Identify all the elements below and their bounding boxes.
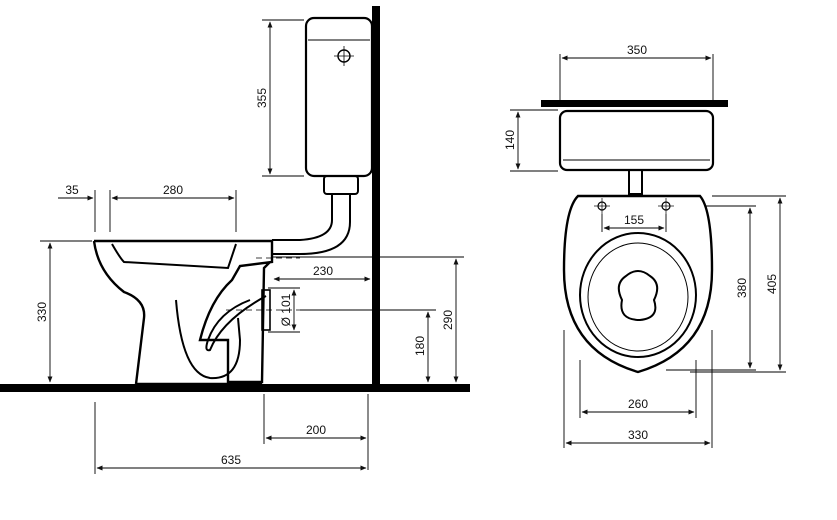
top-dimensions (510, 54, 786, 448)
side-dimensions (40, 19, 464, 474)
dim-155: 155 (624, 213, 644, 227)
flush-pipe (272, 194, 333, 241)
dim-330-height: 330 (35, 302, 49, 322)
cistern-outlet (323, 175, 359, 195)
dim-outlet-diameter: Ø 101 (279, 293, 293, 326)
bowl-outline (92, 239, 274, 385)
dim-280: 280 (163, 183, 183, 197)
bolt-hole-right-icon (658, 198, 674, 214)
drain-opening (617, 270, 659, 322)
wall-plate (541, 100, 728, 107)
trapway (175, 295, 267, 380)
seat-outline (579, 232, 697, 358)
floor-line (0, 384, 470, 392)
wall-line (372, 6, 380, 392)
cistern (304, 16, 374, 178)
dim-200: 200 (306, 423, 326, 437)
top-view (541, 100, 728, 374)
dim-230: 230 (313, 264, 333, 278)
bowl-basin (111, 243, 237, 270)
dim-330-width: 330 (628, 428, 648, 442)
dim-405: 405 (765, 274, 779, 294)
bolt-hole-left-icon (594, 198, 610, 214)
dim-380: 380 (735, 278, 749, 298)
side-view (0, 6, 470, 392)
dim-260: 260 (628, 397, 648, 411)
dim-355: 355 (255, 88, 269, 108)
outlet-spigot (261, 289, 271, 331)
flush-button-icon (334, 46, 354, 66)
dim-635: 635 (221, 453, 241, 467)
connector (628, 169, 643, 195)
seat-inner (587, 242, 689, 352)
bowl-top-outline (562, 194, 714, 374)
cistern-top (558, 109, 715, 172)
flush-pipe-inner (272, 194, 351, 255)
dim-140: 140 (503, 130, 517, 150)
dim-180: 180 (413, 336, 427, 356)
dim-35: 35 (65, 183, 79, 197)
dim-350: 350 (627, 43, 647, 57)
dim-290: 290 (441, 310, 455, 330)
